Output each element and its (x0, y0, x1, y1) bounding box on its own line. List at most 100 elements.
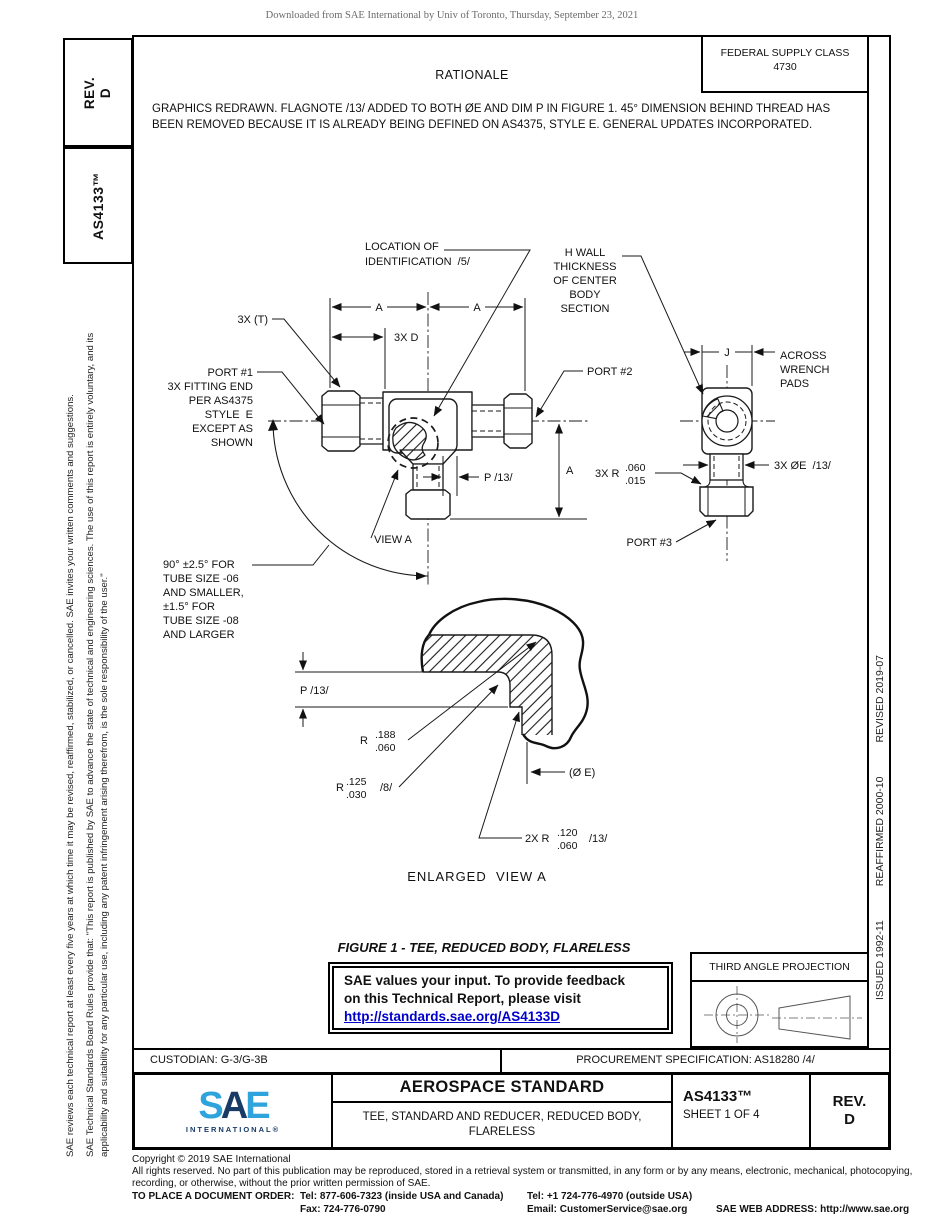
angle-note-3: AND SMALLER, (163, 587, 244, 599)
dim-p-label-1: P /13/ (484, 472, 513, 484)
dim-r015-bottom: .015 (625, 475, 646, 487)
doc-number-tab-label: AS4133™ (90, 171, 106, 240)
order-fax: Fax: 724-776-0790 (300, 1204, 386, 1215)
angle-note-6: AND LARGER (163, 629, 235, 641)
view-a-label: VIEW A (374, 534, 413, 546)
sae-logo-letter-e: E (245, 1085, 270, 1127)
sae-logo-letter-a: A (220, 1085, 249, 1127)
doc-number-tab: AS4133™ (63, 147, 133, 264)
dim-r125-top: .125 (346, 776, 367, 788)
figure1-drawing: LOCATION OF IDENTIFICATION /5/ H WALL TH… (163, 241, 832, 884)
web-address: SAE WEB ADDRESS: http://www.sae.org (716, 1204, 910, 1215)
angle-note-5: TUBE SIZE -08 (163, 615, 239, 627)
review-policy-note: SAE reviews each technical report at lea… (65, 394, 76, 1157)
across-wrench-label-2: WRENCH (780, 364, 830, 376)
angle-note-2: TUBE SIZE -06 (163, 573, 239, 585)
rights-line-1: All rights reserved. No part of this pub… (132, 1166, 913, 1177)
custodian-cell: CUSTODIAN: G-3/G-3B (134, 1050, 502, 1072)
h-wall-label-1: H WALL (565, 247, 606, 259)
rights-line-2: recording, or otherwise, without the pri… (132, 1178, 431, 1189)
end-view-dimensions (622, 255, 775, 543)
dim-r125-bottom: .030 (346, 789, 367, 801)
revision-value: D (844, 1111, 855, 1128)
dim-r015-prefix: 3X R (595, 468, 620, 480)
dim-oe-label: 3X ØE /13/ (774, 460, 832, 472)
sae-logo-letter-s: S (198, 1085, 223, 1127)
rev-tab-label: REV. (82, 76, 97, 109)
section-hatch (423, 635, 552, 735)
h-wall-section-hatch (701, 398, 724, 420)
dim-r125-flag: /8/ (380, 782, 393, 794)
title-block: SAE INTERNATIONAL® AEROSPACE STANDARD TE… (132, 1072, 891, 1150)
break-outline (420, 597, 589, 750)
rev-tab: REV. D (63, 38, 133, 147)
h-wall-label-2: THICKNESS (554, 261, 617, 273)
dim-r125-prefix: R (336, 782, 344, 794)
procurement-cell: PROCUREMENT SPECIFICATION: AS18280 /4/ (576, 1054, 815, 1066)
angle-note-4: ±1.5° FOR (163, 601, 215, 613)
port1-thread (359, 397, 384, 445)
dim-r188-prefix: R (360, 735, 368, 747)
angle-note-1: 90° ±2.5° FOR (163, 559, 235, 571)
port1-nut (321, 390, 361, 452)
custodian-row: CUSTODIAN: G-3/G-3B PROCUREMENT SPECIFIC… (132, 1048, 891, 1074)
port1-label-6: SHOWN (211, 437, 253, 449)
dim-p-label-2: P /13/ (300, 685, 329, 697)
dim-r120-flag: /13/ (589, 833, 608, 845)
projection-box: THIRD ANGLE PROJECTION (690, 952, 869, 1048)
standard-title-line-2: FLARELESS (468, 1126, 536, 1138)
port3-end-nut (699, 486, 754, 517)
fsc-label: FEDERAL SUPPLY CLASS (720, 47, 850, 59)
port1-label-1: PORT #1 (208, 367, 253, 379)
rationale-heading: RATIONALE (435, 68, 509, 82)
view-a-hatched-detail (392, 421, 427, 461)
document-number: AS4133™ (683, 1088, 753, 1105)
end-view-thread-circle (707, 401, 747, 441)
order-label: TO PLACE A DOCUMENT ORDER: (132, 1191, 295, 1202)
revision-label: REV. (832, 1093, 867, 1110)
dim-r015-top: .060 (625, 462, 646, 474)
feedback-line-2: on this Technical Report, please visit (344, 991, 581, 1006)
across-wrench-label-1: ACROSS (780, 350, 826, 362)
h-wall-label-3: OF CENTER (553, 275, 617, 287)
dim-r120-prefix: 2X R (525, 833, 550, 845)
sae-logo: SAE INTERNATIONAL® (135, 1075, 331, 1147)
side-view-dimensions (252, 249, 587, 580)
order-email: Email: CustomerService@sae.org (527, 1204, 688, 1215)
drawing-labels: LOCATION OF IDENTIFICATION /5/ H WALL TH… (163, 241, 832, 884)
port1-label-4: STYLE E (205, 409, 253, 421)
feedback-box: SAE values your input. To provide feedba… (328, 962, 673, 1034)
port3-label: PORT #3 (627, 537, 672, 549)
rev-tab-value: D (98, 87, 113, 98)
fsc-value: 4730 (773, 61, 797, 73)
download-watermark: Downloaded from SAE International by Uni… (265, 10, 639, 21)
across-wrench-label-3: PADS (780, 378, 809, 390)
port1-label-5: EXCEPT AS (192, 423, 253, 435)
end-view-bore-circle (715, 409, 739, 433)
dim-j-label: J (724, 347, 730, 359)
third-angle-symbol (704, 986, 862, 1043)
t3x-label: 3X (T) (237, 314, 268, 326)
feedback-link[interactable]: http://standards.sae.org/AS4133D (344, 1009, 561, 1024)
copyright-line: Copyright © 2019 SAE International (132, 1154, 291, 1165)
h-wall-label-4: BODY (569, 289, 601, 301)
revision-cell: REV. D (811, 1075, 888, 1147)
federal-supply-class-box: FEDERAL SUPPLY CLASS 4730 (701, 35, 869, 93)
right-column-divider (867, 35, 869, 1048)
sheet-number: SHEET 1 OF 4 (683, 1109, 760, 1121)
board-rules-note: SAE Technical Standards Board Rules prov… (85, 332, 110, 1157)
dim-a-label-1: A (375, 302, 383, 314)
tee-end-view (680, 365, 775, 561)
rationale-text: GRAPHICS REDRAWN. FLAGNOTE /13/ ADDED TO… (152, 103, 831, 131)
enlarged-view-dimensions (295, 641, 565, 839)
dim-3xd-label: 3X D (394, 332, 419, 344)
standard-type-heading: AEROSPACE STANDARD (333, 1075, 671, 1103)
view-a-circle (387, 417, 439, 469)
dim-oe-e-label: (Ø E) (569, 767, 595, 779)
order-tel-1: Tel: 877-606-7323 (inside USA and Canada… (300, 1191, 504, 1202)
port3-neck (709, 453, 744, 481)
sae-logo-subtitle: INTERNATIONAL® (185, 1125, 281, 1134)
dim-r188-bottom: .060 (375, 742, 396, 754)
port1-label-2: 3X FITTING END (167, 381, 253, 393)
